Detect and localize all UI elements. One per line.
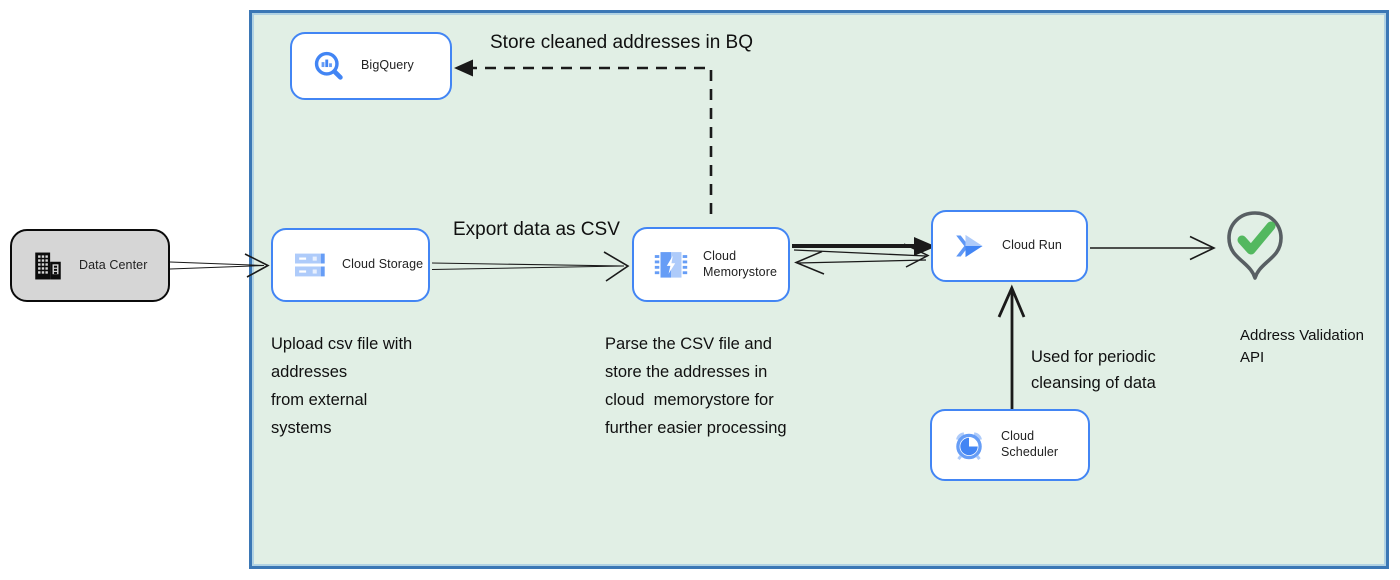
node-cloud-scheduler[interactable]: Cloud Scheduler xyxy=(930,409,1090,481)
memory-chip-bolt-icon xyxy=(654,251,688,278)
node-cloud-storage[interactable]: Cloud Storage xyxy=(271,228,430,302)
node-bigquery[interactable]: BigQuery xyxy=(290,32,452,100)
map-pin-check-icon[interactable] xyxy=(1221,209,1289,309)
gcp-boundary-container xyxy=(249,10,1389,569)
node-cloud-run[interactable]: Cloud Run xyxy=(931,210,1088,282)
alarm-clock-icon xyxy=(956,432,982,461)
node-data-center[interactable]: Data Center xyxy=(10,229,170,302)
checkmark-icon xyxy=(1237,221,1276,255)
node-label-bigquery: BigQuery xyxy=(361,58,414,73)
node-label-cloud-run: Cloud Run xyxy=(1002,238,1062,253)
note-upload-csv: Upload csv file with addresses from exte… xyxy=(271,335,413,438)
note-parse-csv: Parse the CSV file and store the address… xyxy=(605,335,787,438)
node-label-data-center: Data Center xyxy=(79,257,148,272)
label-store-cleaned-bq: Store cleaned addresses in BQ xyxy=(490,32,753,53)
run-chevrons-icon xyxy=(956,234,983,258)
bigquery-magnifier-icon xyxy=(314,51,343,80)
label-address-validation-api: Address Validation API xyxy=(1240,327,1364,366)
node-cloud-memorystore[interactable]: Cloud Memorystore xyxy=(632,227,790,302)
building-icon xyxy=(35,252,61,279)
note-scheduler: Used for periodic cleansing of data xyxy=(1031,348,1156,393)
node-label-cloud-memorystore: Cloud Memorystore xyxy=(703,248,778,279)
label-export-csv: Export data as CSV xyxy=(453,219,620,240)
node-label-cloud-scheduler: Cloud Scheduler xyxy=(1001,429,1059,459)
storage-buckets-icon xyxy=(295,253,325,277)
node-label-cloud-storage: Cloud Storage xyxy=(342,257,424,272)
